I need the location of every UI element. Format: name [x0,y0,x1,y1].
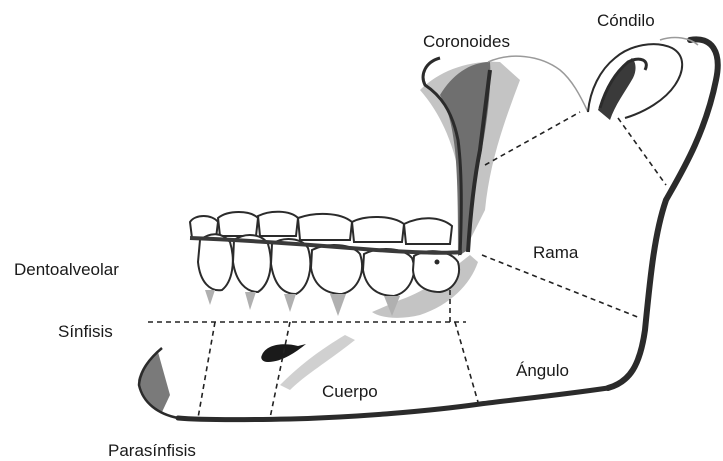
tooth-lower-6 [413,251,459,292]
tooth-upper-6 [404,218,452,244]
label-coronoides: Coronoides [423,32,510,51]
label-parasinfisis: Parasínfisis [108,441,196,460]
label-angulo: Ángulo [516,361,569,380]
tooth-upper-3 [258,212,298,236]
tooth-upper-5 [352,217,404,242]
tooth-root-dot [435,260,440,265]
tooth-upper-2 [218,212,258,236]
label-rama: Rama [533,243,579,262]
label-dentoalveolar: Dentoalveolar [14,260,119,279]
tooth-upper-4 [298,214,352,240]
tooth-lower-1 [198,234,233,290]
label-sinfisis: Sínfisis [58,322,113,341]
label-cuerpo: Cuerpo [322,382,378,401]
label-condilo: Cóndilo [597,11,655,30]
